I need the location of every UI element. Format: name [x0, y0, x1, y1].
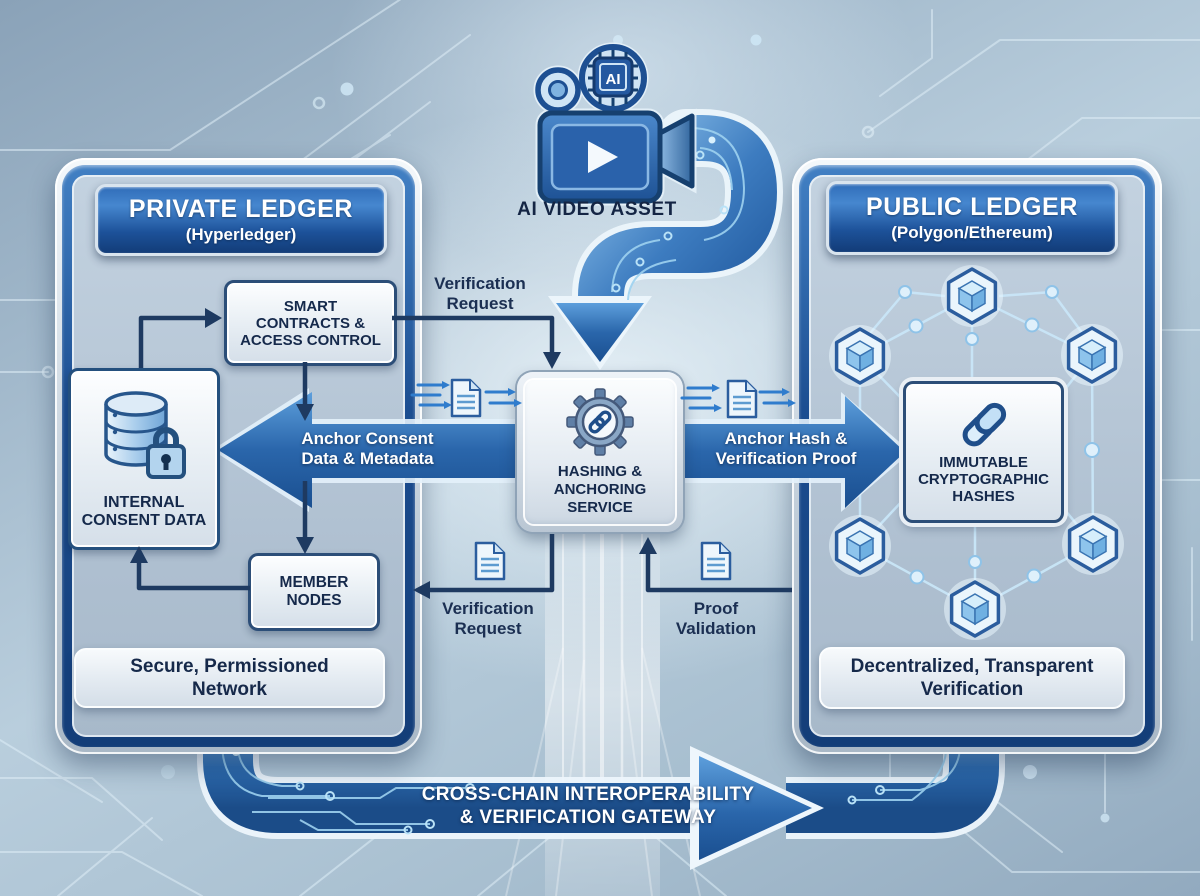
public-ledger-header: PUBLIC LEDGER (Polygon/Ethereum) — [826, 181, 1118, 255]
camera-lens — [657, 113, 695, 189]
verification-request-top-label: Verification Request — [434, 274, 526, 314]
ai-chip-icon: AI — [588, 50, 638, 106]
member-nodes-node: MEMBER NODES — [248, 553, 380, 631]
hashing-service-label: HASHING & ANCHORING SERVICE — [553, 463, 647, 516]
film-reel-icon — [535, 67, 581, 113]
private-ledger-footer: Secure, Permissioned Network — [74, 648, 385, 708]
private-ledger-subtitle: (Hyperledger) — [185, 225, 297, 244]
public-ledger-footer: Decentralized, Transparent Verification — [819, 647, 1125, 709]
asset-label: AI VIDEO ASSET — [517, 199, 677, 220]
asset-ingest-tube — [548, 109, 784, 370]
hashing-service-node: HASHING & ANCHORING SERVICE — [517, 372, 683, 532]
internal-consent-label: INTERNAL CONSENT DATA — [81, 494, 207, 529]
smart-contracts-node: SMART CONTRACTS & ACCESS CONTROL — [224, 280, 397, 366]
gateway-label: CROSS-CHAIN INTEROPERABILITY & VERIFICAT… — [421, 784, 755, 829]
private-ledger-header: PRIVATE LEDGER (Hyperledger) — [95, 184, 387, 256]
public-ledger-subtitle: (Polygon/Ethereum) — [891, 223, 1053, 242]
public-ledger-title: PUBLIC LEDGER — [866, 193, 1078, 221]
internal-consent-node: INTERNAL CONSENT DATA — [68, 368, 220, 550]
camera-body — [537, 110, 663, 204]
gear-link-icon — [566, 388, 634, 456]
lock-icon — [146, 427, 186, 479]
immutable-hashes-node: IMMUTABLE CRYPTOGRAPHIC HASHES — [903, 381, 1064, 523]
private-ledger-title: PRIVATE LEDGER — [128, 195, 354, 223]
private-footer-label: Secure, Permissioned Network — [130, 655, 329, 700]
center-glow-column — [505, 528, 701, 896]
ai-chip-label: AI — [606, 71, 621, 88]
verification-request-bottom-label: Verification Request — [442, 599, 534, 639]
proof-validation-label: Proof Validation — [675, 599, 757, 639]
asset-arrowhead — [548, 296, 652, 370]
ai-reel — [579, 44, 647, 112]
chain-link-icon — [962, 402, 1006, 447]
public-footer-label: Decentralized, Transparent Verification — [850, 655, 1094, 700]
member-nodes-label: MEMBER NODES — [279, 574, 349, 609]
anchor-consent-label: Anchor Consent Data & Metadata — [301, 429, 434, 469]
immutable-hashes-label: IMMUTABLE CRYPTOGRAPHIC HASHES — [918, 454, 1049, 505]
play-icon — [588, 141, 618, 173]
database-lock-icon — [104, 391, 186, 479]
anchor-hash-label: Anchor Hash & Verification Proof — [715, 429, 857, 469]
ai-video-camera-icon: AI — [533, 42, 697, 206]
smart-contracts-label: SMART CONTRACTS & ACCESS CONTROL — [240, 297, 381, 349]
